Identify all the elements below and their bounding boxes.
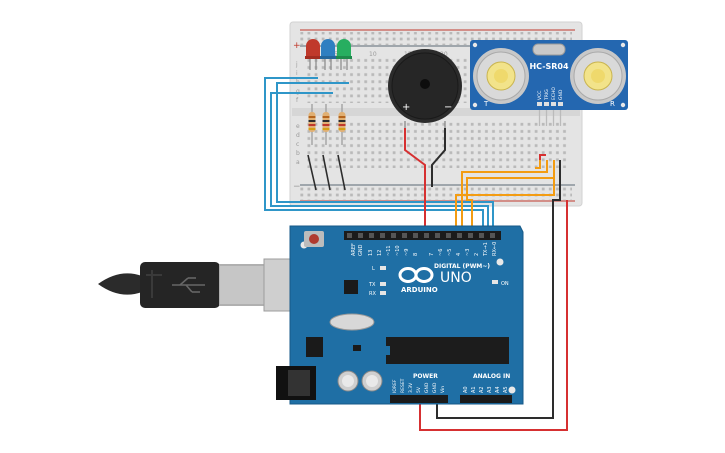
pin-label-11: ~11 [386,245,392,256]
column-number: 5 [334,51,338,58]
analog-pin-a2: A2 [479,386,485,393]
power-pin-gnd-2: GND [432,382,438,393]
analog-pin-a0: A0 [463,386,469,393]
arduino-logo-text: ARDUINO [401,286,438,294]
pin-label-gnd: GND [358,244,364,256]
analog-pin-a5: A5 [503,386,509,393]
led-label-l: L [372,266,375,272]
pin-label-7: 7 [429,253,435,256]
digital-pwm-label: DIGITAL (PWM~) [434,263,490,270]
board-model: UNO [440,270,472,286]
pin-label-3: ~3 [465,249,471,256]
piezo-buzzer[interactable]: + − [388,49,462,128]
row-letter-j: j [295,61,298,68]
receiver [570,48,626,104]
sensor-pin-gnd: GND [558,89,564,100]
sensor-pin-vcc: VCC [537,91,543,100]
ultrasonic-sensor[interactable]: HC-SR04 T R VCC TRIG ECHO GND [470,40,628,126]
arduino-uno[interactable]: AREF GND 13 12 ~11 ~10 ~9 8 7 ~6 ~5 4 ~3… [276,225,524,405]
digital-header [344,231,501,240]
blue-led[interactable] [320,39,336,70]
led-group [305,39,352,70]
resistor-2[interactable] [322,104,330,145]
sensor-pin-echo: ECHO [551,87,557,100]
power-pin-reset: RESET [400,378,406,393]
analog-header [460,395,512,403]
usb-chip [344,280,358,294]
analog-pin-a3: A3 [487,386,493,393]
red-wires[interactable] [404,128,568,431]
receiver-mark: R [610,100,615,108]
resistor-1[interactable] [308,104,316,145]
pin-label-6: ~6 [438,249,444,256]
voltage-regulator [306,337,323,357]
buzzer-plus-label: + [402,102,410,113]
row-letter-c: c [296,141,299,148]
red-led[interactable] [305,39,321,70]
pin-label-4: 4 [456,253,462,256]
resistors [308,104,346,145]
atmega-chip [386,337,509,364]
power-header [390,395,448,403]
row-letter-e: e [296,123,300,130]
resistor-3[interactable] [338,104,346,145]
sensor-pin-trig: TRIG [544,89,550,101]
row-letter-g: g [296,88,300,95]
row-letter-b: b [296,150,300,157]
analog-in-label: ANALOG IN [473,373,510,380]
led-label-rx: RX [369,291,376,297]
pin-label-13: 13 [368,250,374,256]
power-pin-gnd-1: GND [424,382,430,393]
crystal-oscillator [329,313,375,331]
sensor-model-label: HC-SR04 [529,62,569,71]
power-pin-5v: 5V [416,386,422,393]
black-wires[interactable] [431,128,561,419]
led-label-on: ON [501,281,509,287]
row-letter-a: a [296,159,300,166]
power-pin-vin: Vin [440,386,446,393]
usb-icon [172,277,205,293]
green-led[interactable] [336,39,352,70]
power-pin-3v3: 3.3V [408,382,414,393]
led-label-tx: TX [368,282,376,288]
blue-wires[interactable] [264,77,494,232]
pin-label-tx: TX→1 [483,242,489,257]
pin-label-9: ~9 [404,249,410,256]
pin-label-aref: AREF [351,243,357,256]
pin-label-10: ~10 [395,245,401,256]
transmitter [473,48,529,104]
row-letter-i: i [296,70,298,77]
column-number: 10 [369,51,377,58]
analog-pin-a4: A4 [495,386,501,393]
pin-label-2: 2 [474,253,480,256]
row-letter-f: f [296,97,299,104]
power-pin-ioref: IOREF [392,379,398,393]
rail-plus-label: + [293,41,301,51]
row-letter-d: d [296,132,300,139]
transmitter-mark: T [483,100,489,108]
pin-label-8: 8 [413,253,419,256]
buzzer-minus-label: − [444,102,452,113]
rail-minus-label: − [293,182,301,192]
arduino-logo-icon [398,267,434,283]
orange-wires[interactable] [455,160,555,232]
analog-pin-a1: A1 [471,386,477,393]
pin-label-rx: RX←0 [492,242,498,256]
power-label: POWER [413,373,438,380]
pin-label-12: 12 [377,250,383,256]
led-ground-wires[interactable] [307,154,346,191]
pin-label-5: ~5 [447,249,453,256]
reset-button[interactable] [304,231,324,247]
